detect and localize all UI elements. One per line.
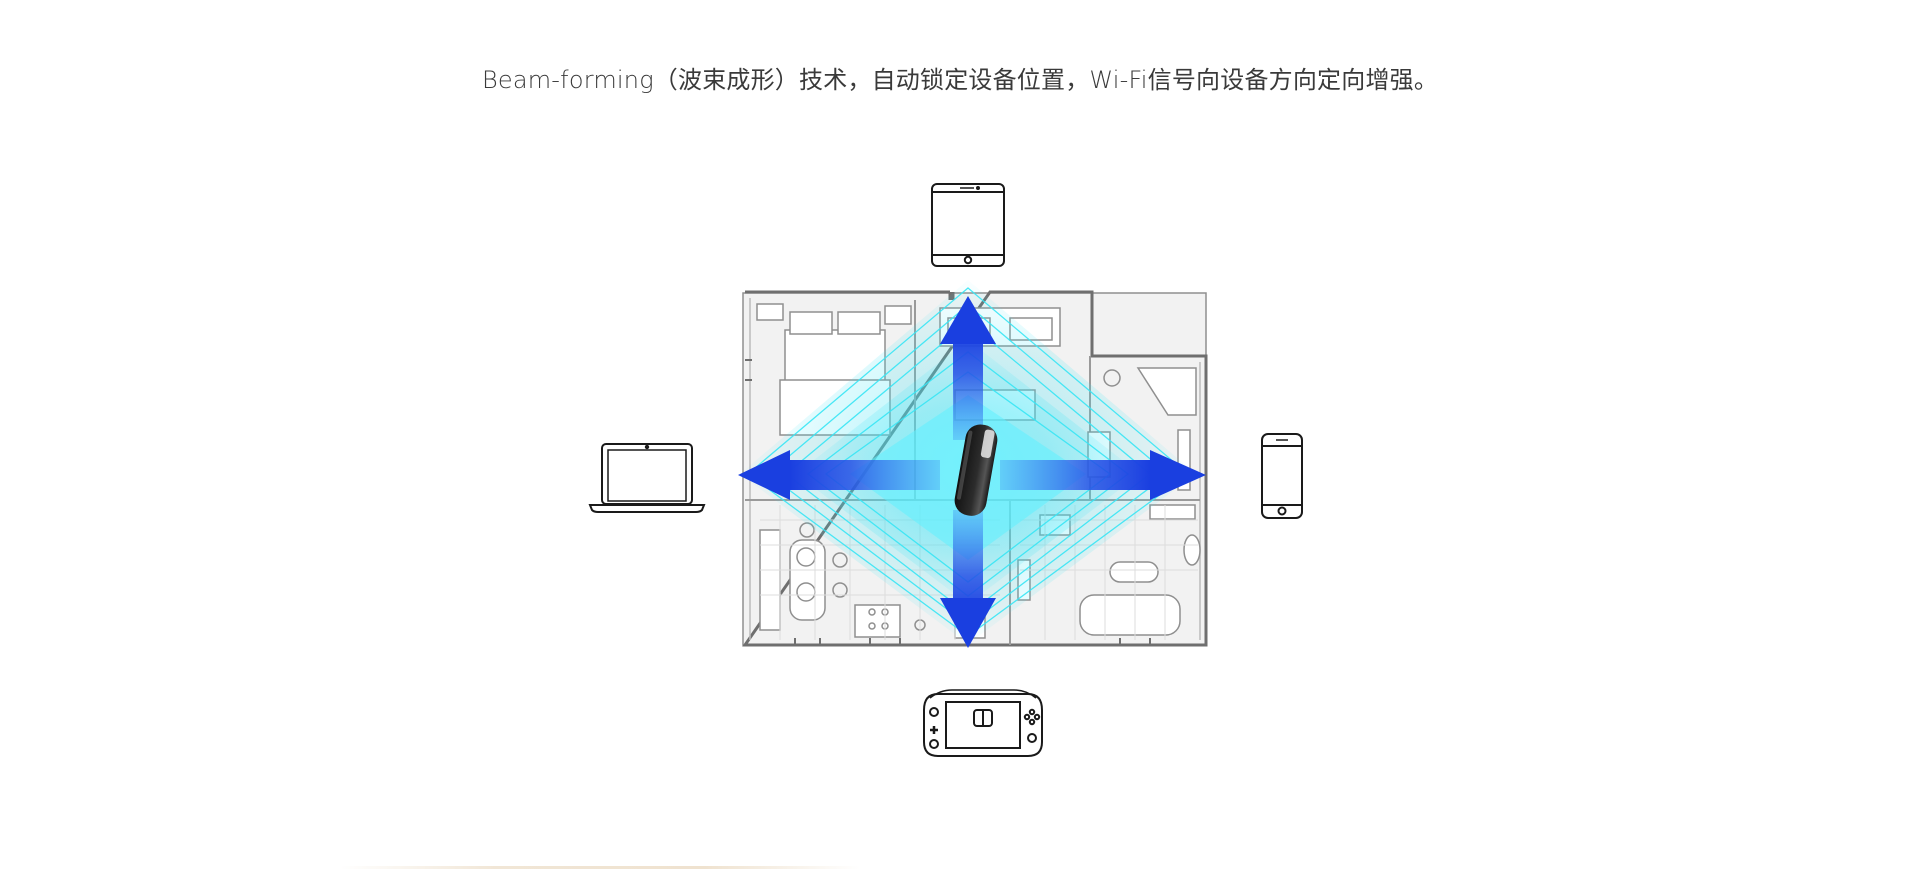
game-console-icon <box>923 689 1043 757</box>
tablet-icon <box>931 183 1005 267</box>
beam-arrow-right <box>1000 450 1206 500</box>
laptop-icon <box>588 443 706 513</box>
beam-arrow-left <box>738 450 940 500</box>
beam-arrow-up <box>940 296 996 440</box>
beam-arrow-down <box>940 510 996 648</box>
caption-text: Beam-forming（波束成形）技术，自动锁定设备位置，Wi-Fi信号向设备… <box>481 66 1439 94</box>
bottom-edge-strip <box>340 866 860 869</box>
beam-arrows <box>738 296 1206 648</box>
usb-wifi-adapter <box>954 424 998 516</box>
smartphone-icon <box>1261 433 1303 519</box>
